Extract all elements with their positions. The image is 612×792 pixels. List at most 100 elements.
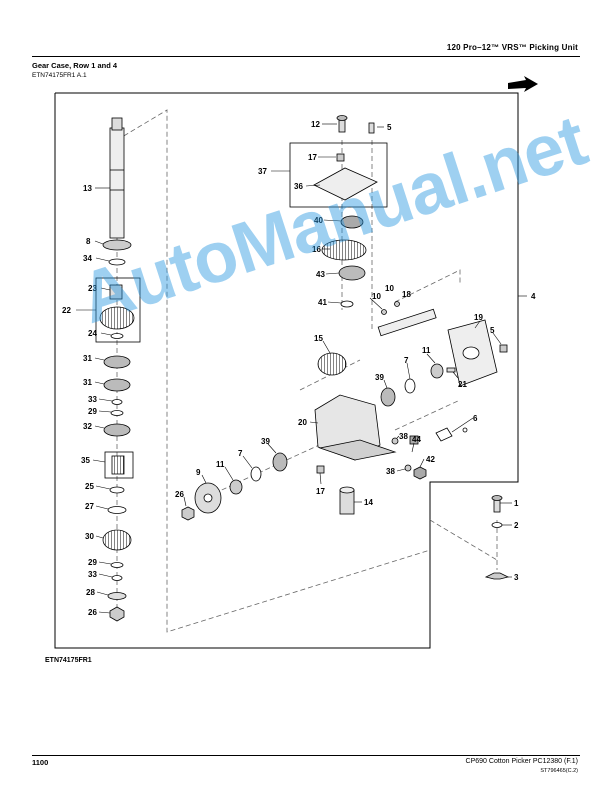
part-14-spacer (339, 489, 355, 515)
frame-outline (54, 92, 519, 649)
footer-subcode: ST796465(C.2) (540, 768, 578, 774)
part-11-seal-a (430, 363, 444, 379)
part-29-ring-a (110, 410, 124, 416)
callout-7b: 7 (238, 449, 243, 458)
callout-16: 16 (312, 245, 321, 254)
part-2-washer (491, 522, 503, 528)
callout-11a: 11 (422, 346, 431, 355)
part-36-cover (313, 167, 378, 201)
part-6-gasket (435, 427, 453, 442)
callout-14: 14 (364, 498, 373, 507)
part-38-fitting-a (391, 437, 399, 445)
callout-27: 27 (85, 502, 94, 511)
callout-30: 30 (85, 532, 94, 541)
part-13-shaft (109, 127, 125, 239)
part-31-bearing-a (103, 355, 131, 369)
callout-34: 34 (83, 254, 92, 263)
callout-6: 6 (473, 414, 478, 423)
page-number: 1100 (32, 758, 49, 767)
callout-15: 15 (314, 334, 323, 343)
part-35-box (104, 451, 134, 479)
callout-12: 12 (311, 120, 320, 129)
callout-22: 22 (62, 306, 71, 315)
header-title: 120 Pro–12™ VRS™ Picking Unit (446, 43, 578, 52)
callout-5b: 5 (490, 326, 495, 335)
part-27-washer (107, 506, 127, 514)
part-8-seal (102, 239, 132, 251)
callout-17b: 17 (316, 487, 325, 496)
part-29-ring-b (110, 562, 124, 568)
callout-31a: 31 (83, 354, 92, 363)
callout-7a: 7 (404, 356, 409, 365)
part-39-bearing-b (272, 452, 288, 472)
callout-13: 13 (83, 184, 92, 193)
callout-28: 28 (86, 588, 95, 597)
part-7-snapring-b (250, 466, 262, 482)
part-30-spring (102, 529, 132, 551)
callout-39a: 39 (375, 373, 384, 382)
callout-10b: 10 (385, 284, 394, 293)
section-code: ETN74175FR1 A.1 (32, 72, 87, 79)
footer-rule (32, 755, 580, 756)
callout-36: 36 (294, 182, 303, 191)
part-16-bevel-gear (321, 239, 367, 261)
callout-26b: 26 (175, 490, 184, 499)
part-17-plug-a (336, 153, 345, 162)
part-34-washer (108, 258, 126, 266)
part-35-spring (111, 455, 125, 475)
callout-5a: 5 (387, 123, 392, 132)
callout-31b: 31 (83, 378, 92, 387)
callout-21: 21 (458, 380, 467, 389)
callout-35: 35 (81, 456, 90, 465)
callout-24: 24 (88, 329, 97, 338)
header-rule (32, 56, 580, 57)
part-41-ring (340, 300, 354, 308)
callout-39b: 39 (261, 437, 270, 446)
callout-38b: 38 (386, 467, 395, 476)
callout-17a: 17 (308, 153, 317, 162)
callout-labels: 13 8 34 22 23 24 31 31 33 29 32 35 25 27… (62, 120, 536, 617)
part-5-bolt-a (368, 122, 375, 134)
callout-26a: 26 (88, 608, 97, 617)
callout-44: 44 (412, 435, 421, 444)
part-10-key-b (394, 301, 400, 307)
callout-29b: 29 (88, 558, 97, 567)
callout-32: 32 (83, 422, 92, 431)
callout-41: 41 (318, 298, 327, 307)
callout-1: 1 (514, 499, 519, 508)
part-21-key (446, 367, 456, 373)
leader-lines (76, 123, 527, 614)
part-38-fitting-b (404, 464, 412, 472)
part-32-collar (103, 423, 131, 437)
callout-2: 2 (514, 521, 519, 530)
part-24-ring (110, 333, 124, 339)
figure-code: ETN74175FR1 (45, 657, 92, 664)
part-28-washer (107, 592, 127, 600)
part-17-plug-b (316, 465, 325, 474)
part-42-nut (413, 466, 427, 480)
callout-29a: 29 (88, 407, 97, 416)
part-33-ring-a (111, 399, 123, 405)
callout-37: 37 (258, 167, 267, 176)
callout-43: 43 (316, 270, 325, 279)
part-15-gear (317, 352, 347, 376)
part-22-gear (99, 306, 135, 330)
footer-info: CP690 Cotton Picker PC12380 (F.1) (465, 758, 578, 765)
part-18-shaft (377, 308, 437, 337)
callout-38a: 38 (399, 432, 408, 441)
callout-10a: 10 (372, 292, 381, 301)
callout-19: 19 (474, 313, 483, 322)
callout-8: 8 (86, 237, 91, 246)
part-26-nut-b (181, 506, 195, 521)
part-11-seal-b (229, 479, 243, 495)
part-10-key-a (381, 309, 387, 315)
callout-23: 23 (88, 284, 97, 293)
part-26-nut-a (109, 606, 125, 622)
part-7-snapring-a (404, 378, 416, 394)
callout-40: 40 (314, 216, 323, 225)
part-43-bearing (338, 265, 366, 281)
callout-11b: 11 (216, 460, 225, 469)
section-title: Gear Case, Row 1 and 4 (32, 61, 118, 70)
callout-9: 9 (196, 468, 201, 477)
